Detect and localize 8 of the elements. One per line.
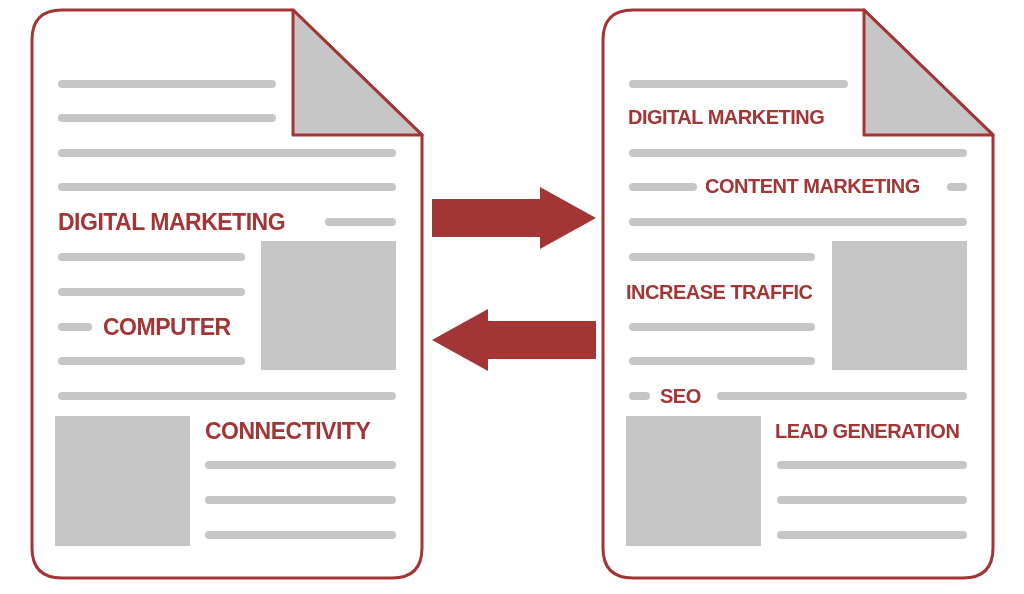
keyword-label: SEO xyxy=(660,386,701,406)
keyword-label: DIGITAL MARKETING xyxy=(628,107,825,127)
keyword-label: INCREASE TRAFFIC xyxy=(626,282,813,302)
keyword-label: CONTENT MARKETING xyxy=(705,176,920,196)
keyword-label: LEAD GENERATION xyxy=(775,421,960,441)
keyword-label: CONNECTIVITY xyxy=(205,419,371,443)
keyword-label: DIGITAL MARKETING xyxy=(58,210,286,234)
keyword-label: COMPUTER xyxy=(103,315,231,339)
